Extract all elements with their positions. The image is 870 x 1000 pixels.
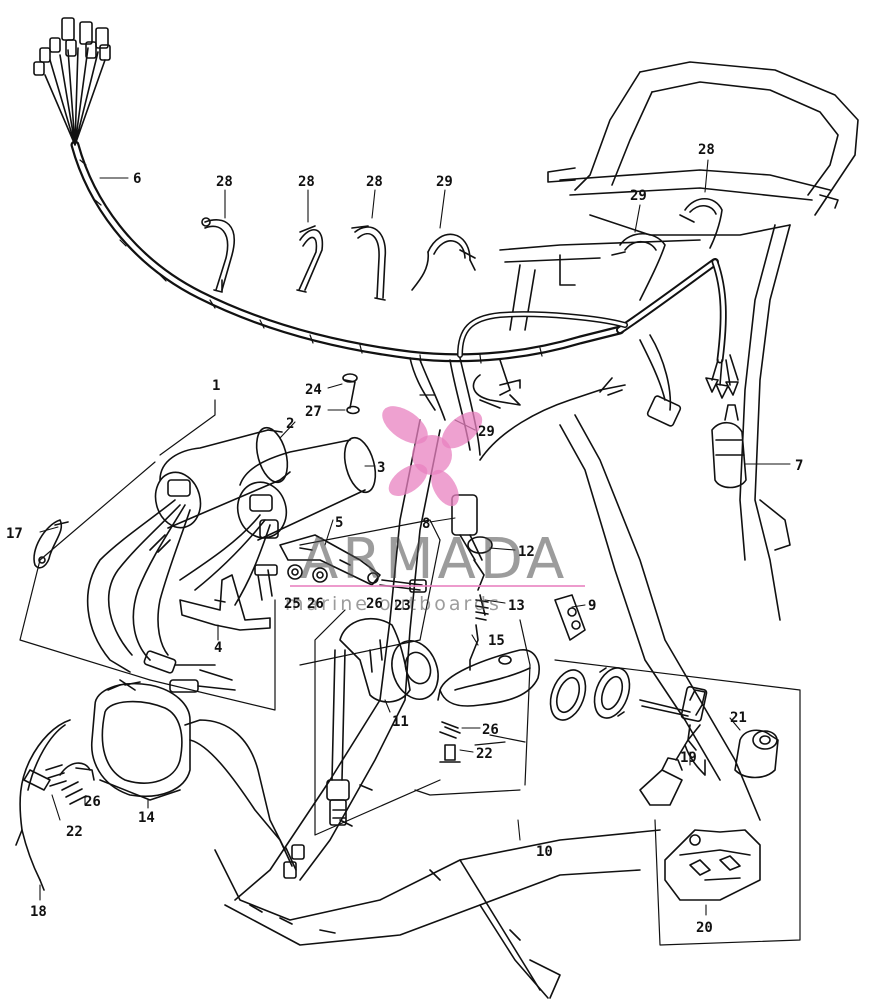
callout-29-b: 29: [630, 188, 647, 204]
callout-28-c: 28: [366, 174, 383, 190]
callout-27: 27: [305, 404, 322, 420]
callout-1: 1: [212, 378, 220, 394]
callout-labels: 1 2 3 4 5 6 7 8 9 10 11 12 13 14 15 17 1…: [6, 142, 803, 936]
callout-5: 5: [335, 515, 343, 531]
callout-17: 17: [6, 526, 23, 542]
callout-26-b: 26: [366, 596, 383, 612]
wire-harness: [33, 17, 739, 461]
switches-and-connectors: [451, 404, 747, 671]
small-hardware: [179, 373, 521, 763]
callout-22-bracket: 22: [476, 746, 493, 762]
callout-24: 24: [305, 382, 322, 398]
callout-13: 13: [508, 598, 525, 614]
callout-26-d: 26: [84, 794, 101, 810]
harness-clamps: [201, 197, 723, 301]
callout-28-d: 28: [698, 142, 715, 158]
lower-right-parts: [639, 686, 779, 901]
plug-leads: [86, 499, 279, 693]
rings: [549, 667, 631, 721]
callout-12: 12: [518, 544, 535, 560]
bracket: [437, 649, 540, 707]
callout-4: 4: [214, 640, 222, 656]
left-hardware: [15, 519, 95, 891]
callout-2: 2: [286, 416, 294, 432]
callout-26-c: 26: [482, 722, 499, 738]
watermark-tagline: marine outboards: [285, 593, 502, 615]
callout-19: 19: [680, 750, 697, 766]
callout-29-a: 29: [436, 174, 453, 190]
callout-26-a: 26: [307, 596, 324, 612]
callout-14: 14: [138, 810, 155, 826]
callout-20: 20: [696, 920, 713, 936]
callout-8: 8: [422, 516, 430, 532]
callout-11: 11: [392, 714, 409, 730]
callout-18: 18: [30, 904, 47, 920]
callout-7: 7: [795, 458, 803, 474]
callout-25: 25: [284, 596, 301, 612]
propeller-logo-icon: [382, 406, 483, 507]
callout-22-left: 22: [66, 824, 83, 840]
watermark-brand: ARMADA: [300, 527, 568, 592]
callout-28-a: 28: [216, 174, 233, 190]
callout-21: 21: [730, 710, 747, 726]
callout-6: 6: [133, 171, 141, 187]
watermark: ARMADA marine outboards: [285, 406, 585, 615]
frame: [214, 61, 859, 999]
ignition-switch: [326, 617, 439, 826]
callout-3: 3: [377, 460, 385, 476]
callout-29-c: 29: [478, 424, 495, 440]
callout-10: 10: [536, 844, 553, 860]
callout-15: 15: [488, 633, 505, 649]
group-outlines: [19, 394, 801, 946]
regulator: [90, 681, 305, 879]
leader-lines: [39, 159, 791, 916]
callout-23: 23: [394, 598, 411, 614]
callout-9: 9: [588, 598, 596, 614]
callout-28-b: 28: [298, 174, 315, 190]
